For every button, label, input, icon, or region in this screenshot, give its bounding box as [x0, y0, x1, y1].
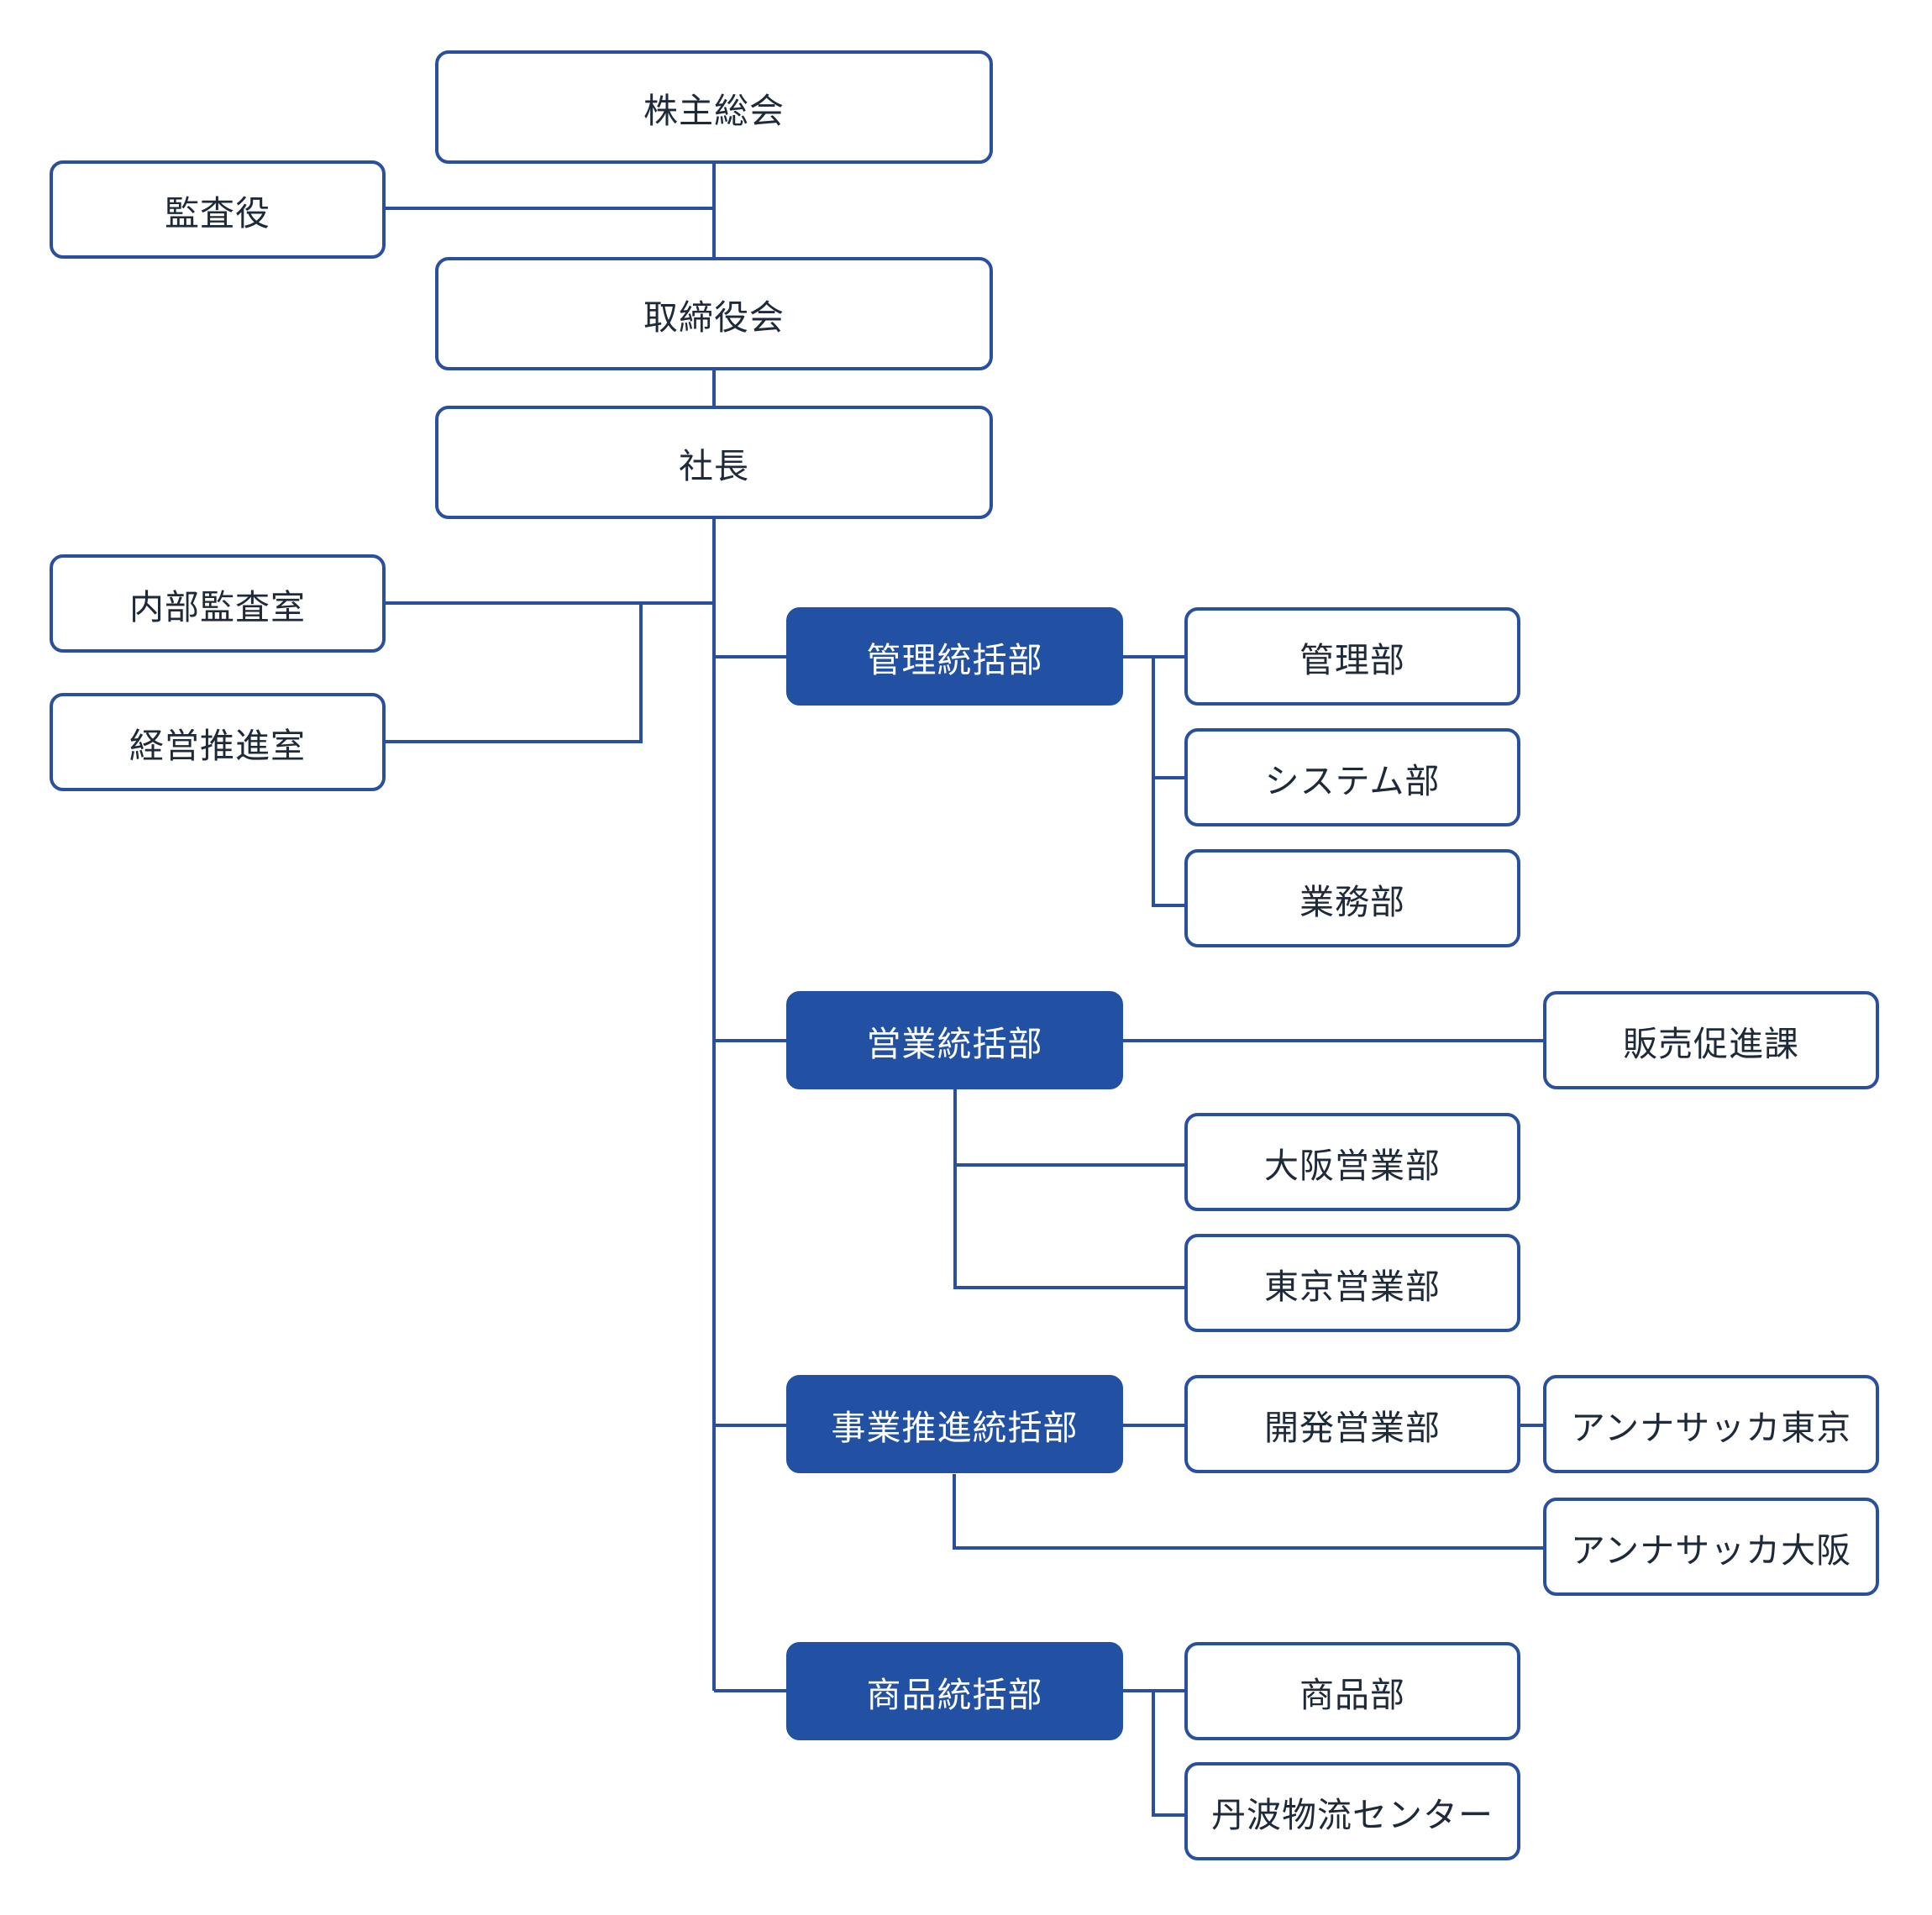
node-admin-division: 管理統括部	[786, 607, 1123, 706]
node-auditor: 監査役	[50, 160, 386, 259]
node-tokyo-sales: 東京営業部	[1184, 1234, 1520, 1332]
connector	[953, 1089, 1186, 1289]
node-management-planning: 経営推進室	[50, 693, 386, 791]
node-sales-division: 営業統括部	[786, 991, 1123, 1089]
connector	[1152, 657, 1186, 907]
node-business-promotion-division: 事業推進統括部	[786, 1375, 1123, 1473]
node-admin-dept: 管理部	[1184, 607, 1520, 706]
node-annasakka-tokyo: アンナサッカ東京	[1543, 1375, 1879, 1473]
node-board: 取締役会	[435, 257, 993, 370]
node-osaka-sales: 大阪営業部	[1184, 1113, 1520, 1211]
node-product-dept: 商品部	[1184, 1642, 1520, 1740]
node-annasakka-osaka: アンナサッカ大阪	[1543, 1498, 1879, 1596]
node-product-division: 商品統括部	[786, 1642, 1123, 1740]
node-president: 社長	[435, 406, 993, 519]
node-internal-audit: 内部監査室	[50, 554, 386, 653]
node-business-dept: 業務部	[1184, 849, 1520, 947]
node-sales-promotion: 販売促進課	[1543, 991, 1879, 1089]
connector	[953, 1474, 1545, 1550]
node-development-sales: 開発営業部	[1184, 1375, 1520, 1473]
node-system-dept: システム部	[1184, 728, 1520, 826]
connector	[1152, 1691, 1186, 1817]
node-shareholders: 株主総会	[435, 50, 993, 164]
node-tamba-logistics: 丹波物流センター	[1184, 1762, 1520, 1860]
connector	[384, 603, 643, 743]
